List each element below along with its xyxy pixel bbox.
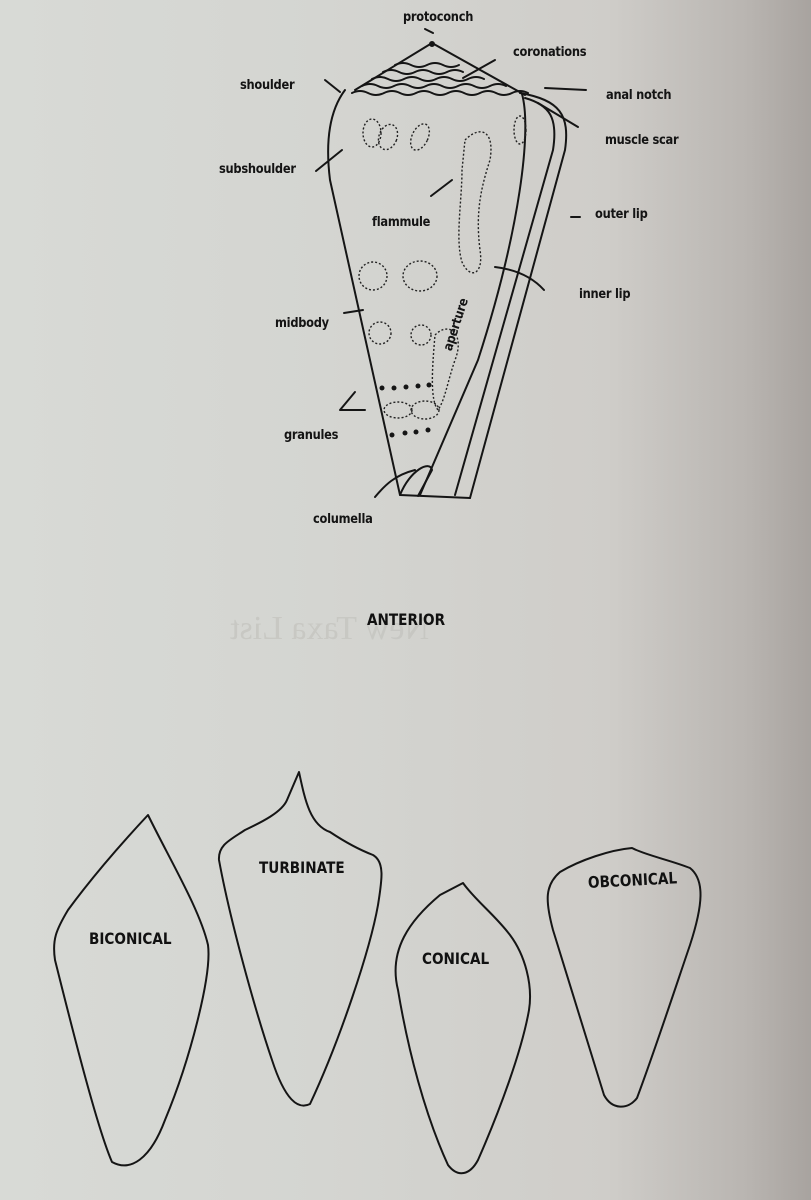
- label-coronations: coronations: [513, 45, 587, 60]
- biconical-shape-outline: [53, 814, 210, 1167]
- label-subshoulder: subshoulder: [219, 162, 296, 177]
- label-inner-lip: inner lip: [579, 287, 631, 302]
- label-columella: columella: [313, 512, 373, 527]
- conical-shape-outline: [394, 882, 531, 1175]
- label-flammule: flammule: [372, 215, 431, 230]
- shape-label-conical: CONICAL: [422, 949, 490, 968]
- body-left-outline: [327, 89, 471, 499]
- label-outer-lip: outer lip: [595, 207, 648, 222]
- orientation-label: ANTERIOR: [367, 610, 446, 629]
- shape-label-biconical: BICONICAL: [89, 929, 172, 948]
- shape-label-turbinate: TURBINATE: [259, 858, 345, 877]
- label-granules: granules: [284, 428, 339, 443]
- turbinate-shape-outline: [217, 771, 383, 1107]
- label-shoulder: shoulder: [240, 78, 295, 93]
- label-protoconch: protoconch: [403, 10, 474, 25]
- obconical-shape-outline: [546, 847, 702, 1108]
- label-muscle-scar: muscle scar: [605, 133, 679, 148]
- body-right-outline: [419, 93, 527, 496]
- label-midbody: midbody: [275, 316, 329, 331]
- label-anal-notch: anal notch: [606, 88, 672, 103]
